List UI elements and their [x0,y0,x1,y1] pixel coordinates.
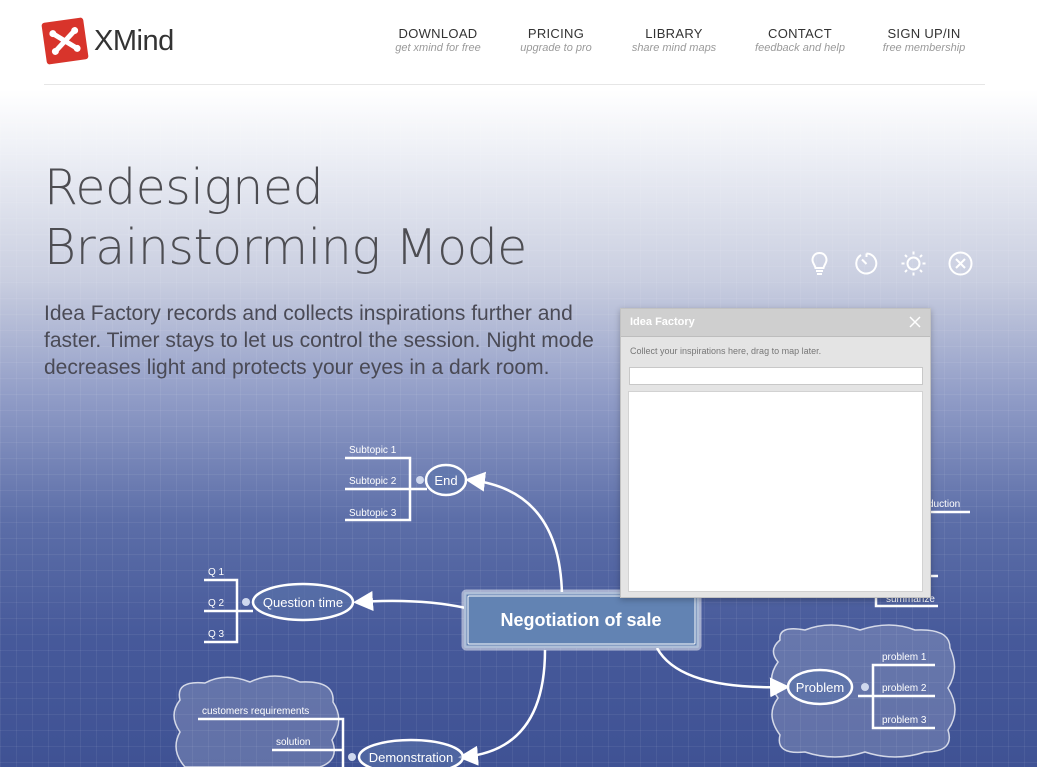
lightbulb-icon[interactable] [806,250,833,277]
nav-library-label: LIBRARY [645,26,703,41]
page-title-line1: Redesigned [44,159,324,216]
header-divider [44,84,985,85]
idea-factory-title: Idea Factory [630,316,695,328]
end-branch: End Subtopic 1 Subtopic 2 Subtopic 3 [345,445,468,522]
nav-signup-sub: free membership [882,42,966,54]
end-subtopic-1: Subtopic 1 [349,445,397,456]
close-icon[interactable] [907,314,923,330]
end-node: End [434,473,457,488]
hero-description: Idea Factory records and collects inspir… [44,302,594,379]
question-q1: Q 1 [208,567,225,578]
demonstration-subtopic-1: customers requirements [202,706,309,717]
nav-signup-label: SIGN UP/IN [887,26,961,41]
nav-signup[interactable]: SIGN UP/IN free membership [874,26,974,54]
end-subtopic-3: Subtopic 3 [349,508,397,519]
site-header: XMind DOWNLOAD get xmind for free PRICIN… [0,0,1037,85]
problem-subtopic-3: problem 3 [882,715,927,726]
idea-list-area[interactable] [628,391,923,592]
problem-node: Problem [796,680,844,695]
nav-pricing-sub: upgrade to pro [520,42,592,54]
nav-download-sub: get xmind for free [395,42,481,54]
problem-cloud [770,624,956,758]
idea-factory-hint: Collect your inspirations here, drag to … [630,346,822,356]
nav-download-label: DOWNLOAD [398,26,478,41]
demonstration-cloud [173,675,340,767]
page-title: Redesigned Brainstorming Mode [44,158,527,278]
xmind-logo-mark-icon [41,17,89,65]
brand-name: XMind [94,24,174,57]
end-subtopic-2: Subtopic 2 [349,476,397,487]
xmind-logo[interactable]: XMind [41,17,174,65]
nav-pricing[interactable]: PRICING upgrade to pro [511,26,601,54]
question-q2: Q 2 [208,598,225,609]
brightness-icon[interactable] [900,250,927,277]
timer-icon[interactable] [853,250,880,277]
demonstration-subtopic-2: solution [276,737,310,748]
nav-pricing-label: PRICING [527,26,585,41]
question-time-branch: Question time Q 1 Q 2 Q 3 [204,567,355,644]
problem-subtopic-2: problem 2 [882,683,927,694]
page-title-line2: Brainstorming Mode [44,219,527,276]
idea-input[interactable] [629,367,923,385]
idea-factory-window: Idea Factory Collect your inspirations h… [620,308,931,598]
question-q3: Q 3 [208,629,225,640]
nav-contact-sub: feedback and help [755,42,845,54]
close-circle-icon[interactable] [947,250,974,277]
question-time-node: Question time [263,595,343,610]
main-nav: DOWNLOAD get xmind for free PRICING upgr… [0,26,1037,66]
brainstorm-toolbar [806,250,974,280]
nav-contact-label: CONTACT [768,26,832,41]
nav-library-sub: share mind maps [631,42,717,54]
central-topic-label: Negotiation of sale [500,610,661,630]
nav-download[interactable]: DOWNLOAD get xmind for free [393,26,483,54]
demonstration-branch: Demonstration customers requirements sol… [198,706,465,767]
nav-library[interactable]: LIBRARY share mind maps [624,26,724,54]
idea-factory-titlebar[interactable]: Idea Factory [621,309,930,337]
demonstration-node: Demonstration [369,750,454,765]
introduction-partial-label: duction [928,499,960,510]
mindmap-connectors [353,471,790,766]
nav-contact[interactable]: CONTACT feedback and help [748,26,852,54]
problem-subtopic-1: problem 1 [882,652,927,663]
summarize-label: summarize [886,594,935,605]
problem-branch: Problem problem 1 problem 2 problem 3 [786,652,935,730]
central-topic: Negotiation of sale [461,589,702,651]
